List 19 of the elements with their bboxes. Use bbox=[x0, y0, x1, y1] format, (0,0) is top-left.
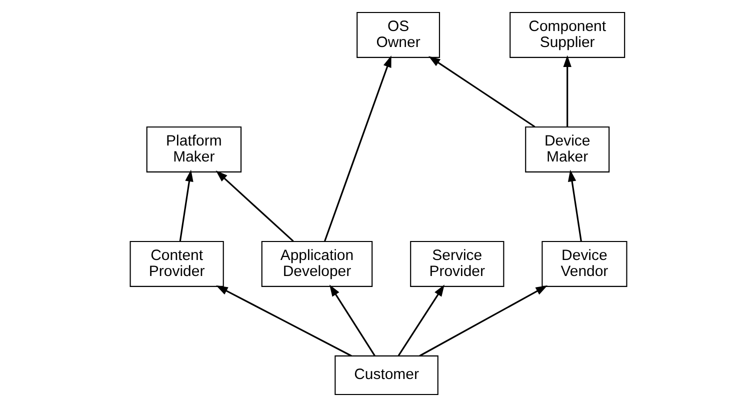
node-box: Service Provider bbox=[410, 240, 504, 287]
node-box: Content Provider bbox=[129, 240, 224, 287]
arrow bbox=[397, 284, 444, 356]
arrow bbox=[567, 170, 582, 242]
arrow bbox=[328, 284, 375, 356]
arrow bbox=[428, 56, 535, 128]
node-box: Application Developer bbox=[260, 240, 372, 287]
arrow bbox=[216, 285, 352, 357]
arrow bbox=[562, 55, 571, 127]
node-box: Device Vendor bbox=[541, 240, 627, 287]
arrow bbox=[418, 285, 548, 357]
node-box: Customer bbox=[334, 355, 438, 396]
node-box: Device Maker bbox=[524, 126, 610, 172]
node-box: Platform Maker bbox=[146, 126, 242, 172]
arrow bbox=[178, 170, 193, 242]
node-box: Component Supplier bbox=[509, 12, 625, 58]
node-box: OS Owner bbox=[356, 12, 440, 58]
arrow bbox=[324, 55, 391, 242]
arrow bbox=[215, 170, 294, 242]
